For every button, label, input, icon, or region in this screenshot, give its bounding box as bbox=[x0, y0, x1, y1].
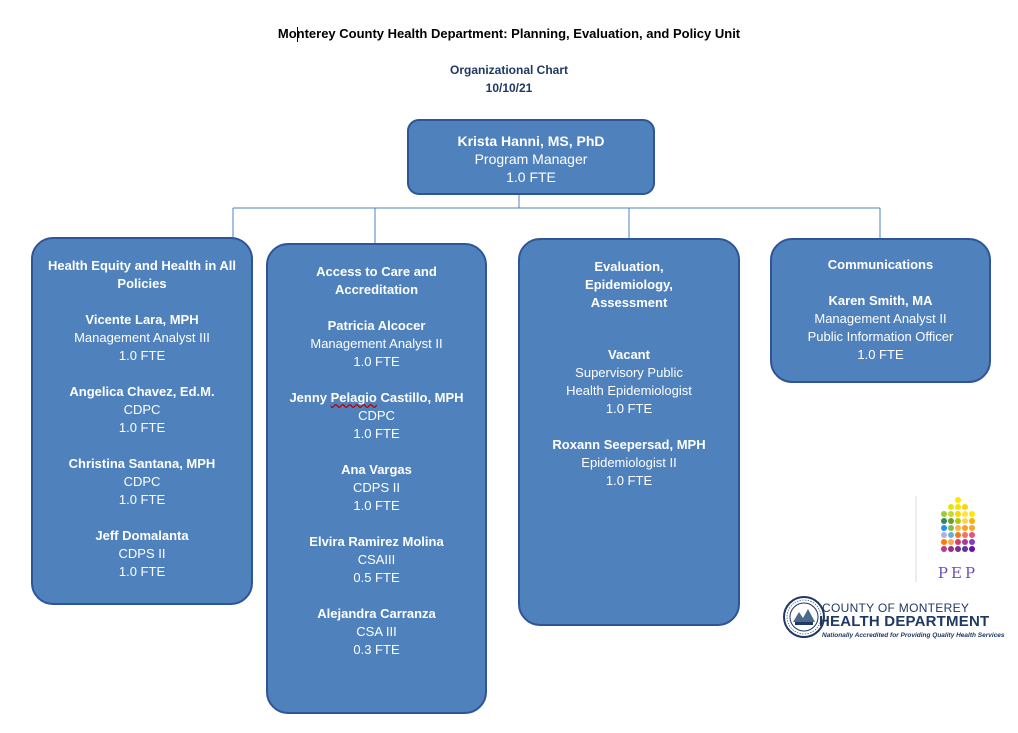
staff-title: CSA III bbox=[356, 624, 397, 639]
staff-title: Public Information Officer bbox=[807, 329, 954, 344]
staff-entry: Patricia Alcocer Management Analyst II 1… bbox=[274, 317, 479, 371]
county-line: COUNTY OF MONTEREY bbox=[822, 601, 970, 615]
chart-title: Organizational Chart bbox=[449, 63, 568, 77]
text-cursor bbox=[297, 27, 298, 42]
column-heading: Communications bbox=[827, 257, 934, 272]
column-heading: Access to Care and Accreditation bbox=[316, 264, 437, 297]
staff-name: Roxann Seepersad, MPH bbox=[552, 437, 706, 452]
staff-title: Management Analyst II bbox=[814, 311, 947, 326]
staff-entry: Jenny Pelagio Castillo, MPH CDPC 1.0 FTE bbox=[274, 389, 479, 443]
staff-title: CDPC bbox=[123, 474, 161, 489]
staff-title: Management Analyst II bbox=[310, 336, 443, 351]
staff-fte: 1.0 FTE bbox=[353, 354, 400, 369]
health-equity-box: Health Equity and Health in All Policies… bbox=[31, 237, 253, 605]
staff-name: Elvira Ramirez Molina bbox=[309, 534, 444, 549]
staff-name: Karen Smith, MA bbox=[828, 293, 933, 308]
document-title: Monterey County Health Department: Plann… bbox=[277, 26, 741, 41]
staff-fte: 1.0 FTE bbox=[118, 492, 166, 507]
staff-name: Christina Santana, MPH bbox=[68, 456, 216, 471]
staff-name: Vicente Lara, MPH bbox=[85, 312, 199, 327]
manager-fte: 1.0 FTE bbox=[506, 169, 556, 185]
access-to-care-box: Access to Care and Accreditation Patrici… bbox=[266, 243, 487, 714]
staff-entry: Ana Vargas CDPS II 1.0 FTE bbox=[274, 461, 479, 515]
pep-logo: PEP bbox=[915, 496, 978, 582]
staff-entry: Karen Smith, MA Management Analyst II Pu… bbox=[778, 292, 983, 364]
staff-fte: 1.0 FTE bbox=[118, 420, 166, 435]
staff-entry: Christina Santana, MPH CDPC 1.0 FTE bbox=[39, 455, 245, 509]
staff-entry: Jeff Domalanta CDPS II 1.0 FTE bbox=[39, 527, 245, 581]
staff-entry: Elvira Ramirez Molina CSAIII 0.5 FTE bbox=[274, 533, 479, 587]
staff-name: Patricia Alcocer bbox=[327, 318, 426, 333]
staff-entry: Vicente Lara, MPH Management Analyst III… bbox=[39, 311, 245, 365]
column-heading: Health Equity and Health in All Policies bbox=[47, 258, 237, 291]
accreditation-tagline: Nationally Accredited for Providing Qual… bbox=[822, 632, 1005, 639]
staff-fte: 0.3 FTE bbox=[353, 642, 400, 657]
staff-entry: Vacant Supervisory Public Health Epidemi… bbox=[526, 346, 732, 418]
staff-entry: Angelica Chavez, Ed.M. CDPC 1.0 FTE bbox=[39, 383, 245, 437]
pep-text: PEP bbox=[938, 564, 978, 582]
heading-line: Epidemiology, bbox=[585, 277, 673, 292]
staff-fte: 1.0 FTE bbox=[118, 348, 166, 363]
staff-fte: 1.0 FTE bbox=[857, 347, 904, 362]
staff-name: Jenny Pelagio Castillo, MPH bbox=[274, 389, 479, 407]
staff-title: Epidemiologist II bbox=[581, 455, 677, 470]
staff-name: Ana Vargas bbox=[341, 462, 412, 477]
staff-title: CDPC bbox=[358, 408, 395, 423]
staff-title: CDPS II bbox=[118, 546, 166, 561]
staff-fte: 1.0 FTE bbox=[118, 564, 166, 579]
staff-fte: 1.0 FTE bbox=[353, 498, 400, 513]
staff-name-part: Jenny bbox=[289, 390, 331, 405]
staff-name: Alejandra Carranza bbox=[317, 606, 436, 621]
staff-fte: 1.0 FTE bbox=[605, 473, 653, 488]
department-line: HEALTH DEPARTMENT bbox=[819, 613, 990, 630]
staff-name: Jeff Domalanta bbox=[95, 528, 189, 543]
staff-name-part: Castillo, MPH bbox=[376, 390, 464, 405]
manager-box: Krista Hanni, MS, PhD Program Manager 1.… bbox=[407, 119, 655, 195]
evaluation-box: Evaluation, Epidemiology, Assessment Vac… bbox=[518, 238, 740, 626]
staff-title: Management Analyst III bbox=[74, 330, 210, 345]
staff-title: CDPC bbox=[123, 402, 161, 417]
heading-line: Evaluation, bbox=[594, 259, 664, 274]
staff-name: Vacant bbox=[608, 347, 650, 362]
chart-date: 10/10/21 bbox=[485, 81, 533, 95]
staff-title: CSAIII bbox=[357, 552, 396, 567]
manager-name: Krista Hanni, MS, PhD bbox=[457, 133, 605, 149]
staff-fte: 1.0 FTE bbox=[605, 401, 653, 416]
communications-box: Communications Karen Smith, MA Managemen… bbox=[770, 238, 991, 383]
spellcheck-flagged-word: Pelagio bbox=[330, 390, 377, 405]
staff-title: Health Epidemiologist bbox=[566, 383, 692, 398]
heading-line: Assessment bbox=[590, 295, 668, 310]
column-heading: Evaluation, Epidemiology, Assessment bbox=[526, 258, 732, 312]
county-seal-icon bbox=[783, 596, 825, 638]
staff-fte: 1.0 FTE bbox=[353, 426, 400, 441]
staff-name: Angelica Chavez, Ed.M. bbox=[69, 384, 215, 399]
staff-title: Supervisory Public bbox=[575, 365, 683, 380]
staff-title: CDPS II bbox=[353, 480, 400, 495]
staff-entry: Alejandra Carranza CSA III 0.3 FTE bbox=[274, 605, 479, 659]
manager-title: Program Manager bbox=[474, 151, 588, 167]
staff-entry: Roxann Seepersad, MPH Epidemiologist II … bbox=[526, 436, 732, 490]
staff-fte: 0.5 FTE bbox=[353, 570, 400, 585]
